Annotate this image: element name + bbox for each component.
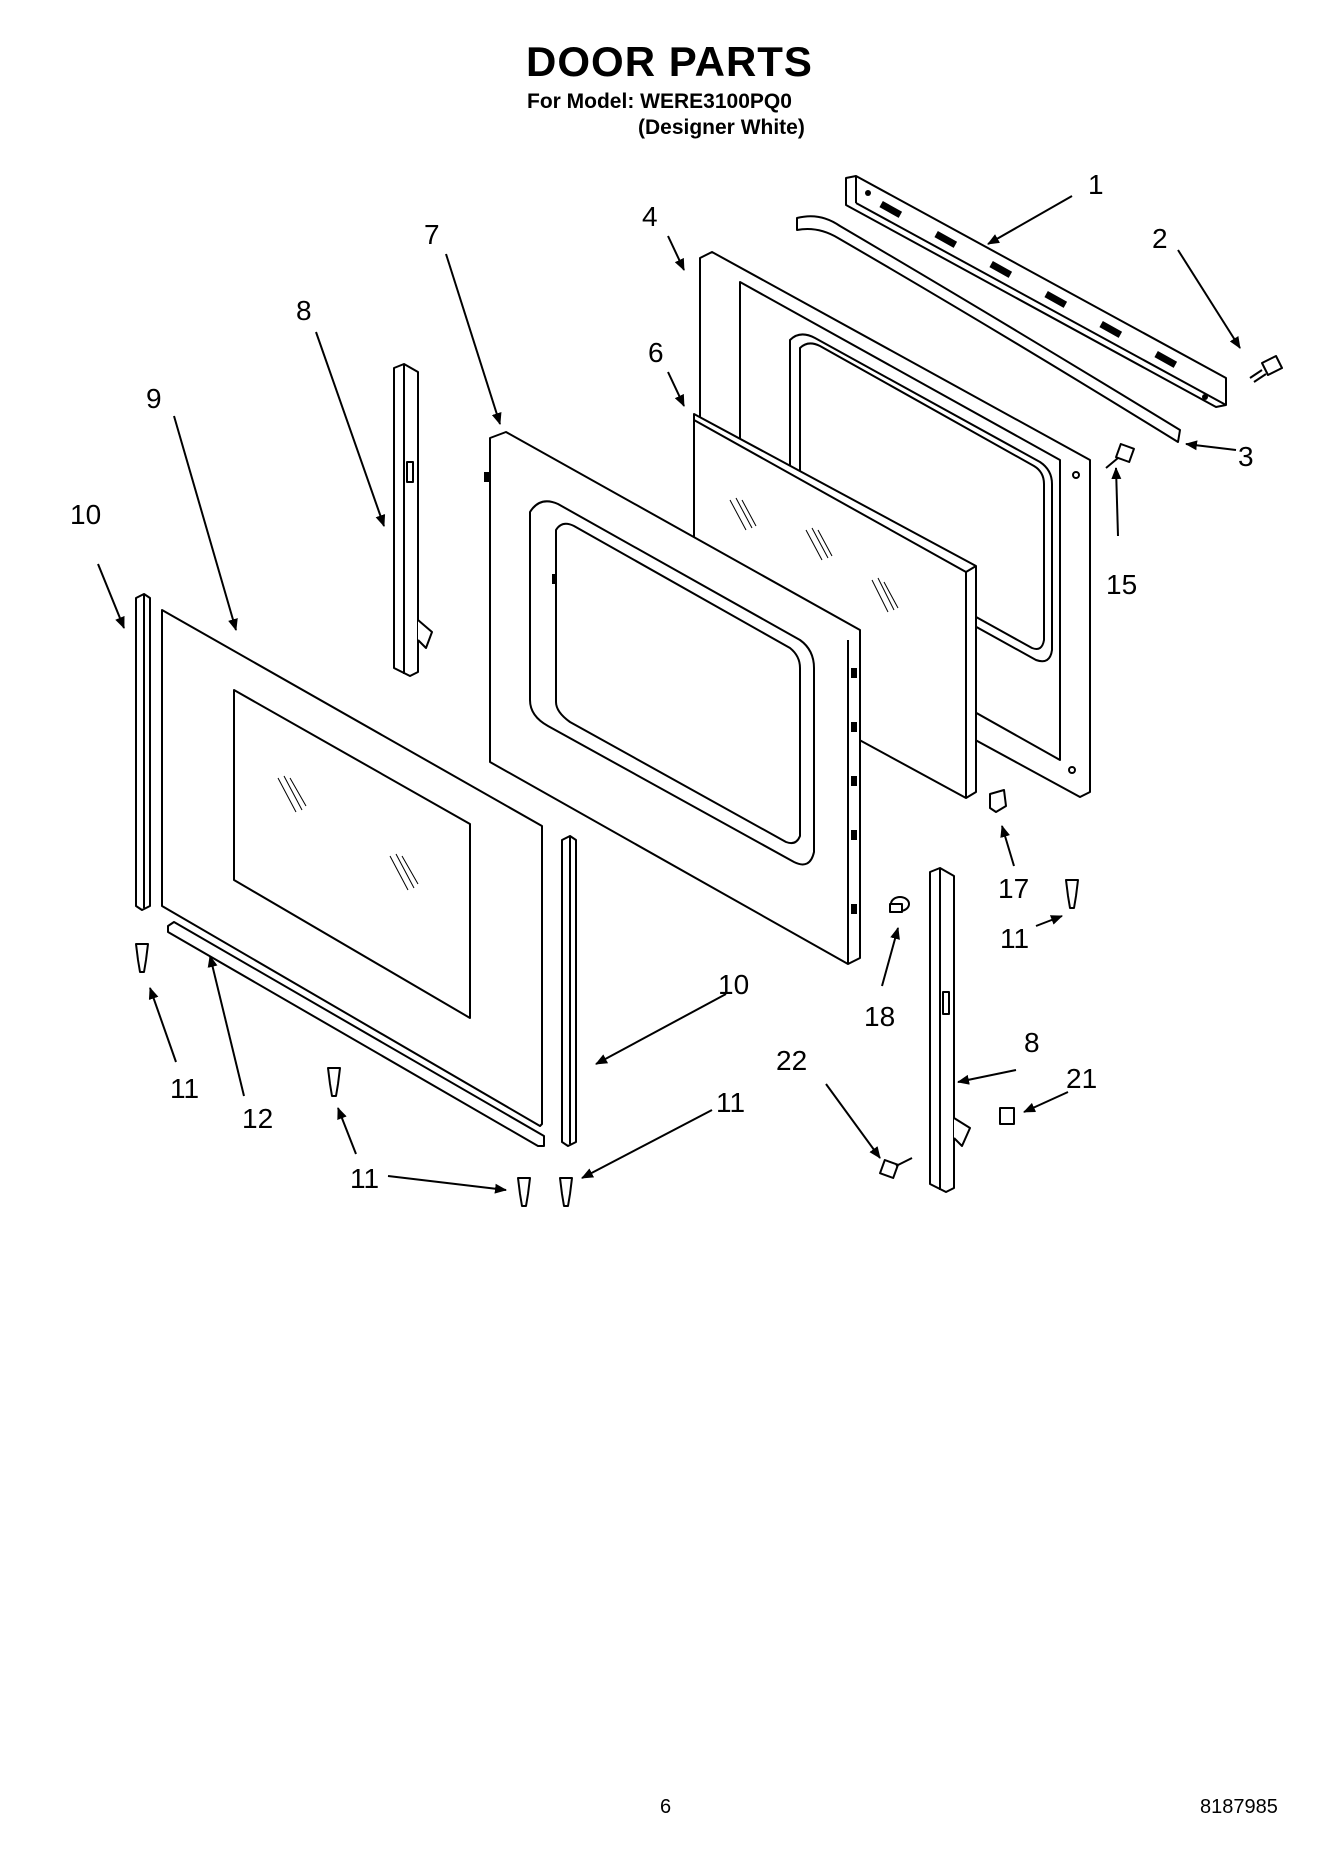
part-inner-door-frame <box>484 431 861 965</box>
callout-labels: 1 2 3 4 6 7 8 9 10 15 17 11 18 10 8 21 2… <box>70 169 1254 1194</box>
callout-12: 12 <box>242 1103 273 1134</box>
part-side-trim-left <box>135 593 151 911</box>
callout-11-right: 11 <box>1000 923 1029 954</box>
part-hinge-channel-right <box>929 867 971 1193</box>
part-clip-21 <box>999 1107 1015 1125</box>
callout-21: 21 <box>1066 1063 1097 1094</box>
glass-glare-marks <box>277 497 899 891</box>
part-handle <box>796 215 1181 443</box>
callout-4: 4 <box>642 201 658 232</box>
page-title: DOOR PARTS <box>526 38 813 85</box>
part-screw-15 <box>1105 443 1135 469</box>
part-screw-11 <box>135 879 1079 1207</box>
part-bumper-18 <box>889 896 910 913</box>
part-side-trim-right <box>561 835 577 1147</box>
part-screw-22 <box>879 1157 913 1179</box>
part-bottom-trim <box>167 921 545 1147</box>
callout-11-bottom: 11 <box>350 1163 379 1194</box>
part-outer-glass-panel <box>161 609 543 1127</box>
page-number: 6 <box>660 1796 672 1818</box>
callout-1: 1 <box>1088 169 1104 200</box>
leader-arrows <box>97 195 1241 1194</box>
callout-17: 17 <box>998 873 1029 904</box>
part-screw-2 <box>1249 355 1283 383</box>
part-hinge-channel-left <box>393 363 433 677</box>
part-glass-6 <box>693 413 977 799</box>
callout-6: 6 <box>648 337 664 368</box>
callout-15: 15 <box>1106 569 1137 600</box>
callout-11-bottom-right: 11 <box>716 1087 745 1118</box>
callout-10-left: 10 <box>70 499 101 530</box>
callout-2: 2 <box>1152 223 1168 254</box>
callout-9: 9 <box>146 383 162 414</box>
callout-3: 3 <box>1238 441 1254 472</box>
variant-line: (Designer White) <box>638 116 805 139</box>
part-vent-panel <box>845 175 1227 408</box>
callout-22: 22 <box>776 1045 807 1076</box>
part-clip-17 <box>989 789 1007 813</box>
callout-10-right: 10 <box>718 969 749 1000</box>
callout-18: 18 <box>864 1001 895 1032</box>
callout-7: 7 <box>424 219 440 250</box>
model-line: For Model: WERE3100PQ0 <box>527 90 792 113</box>
callout-8-left: 8 <box>296 295 312 326</box>
document-number: 8187985 <box>1200 1796 1278 1818</box>
callout-11-left: 11 <box>170 1073 199 1104</box>
callout-8-right: 8 <box>1024 1027 1040 1058</box>
